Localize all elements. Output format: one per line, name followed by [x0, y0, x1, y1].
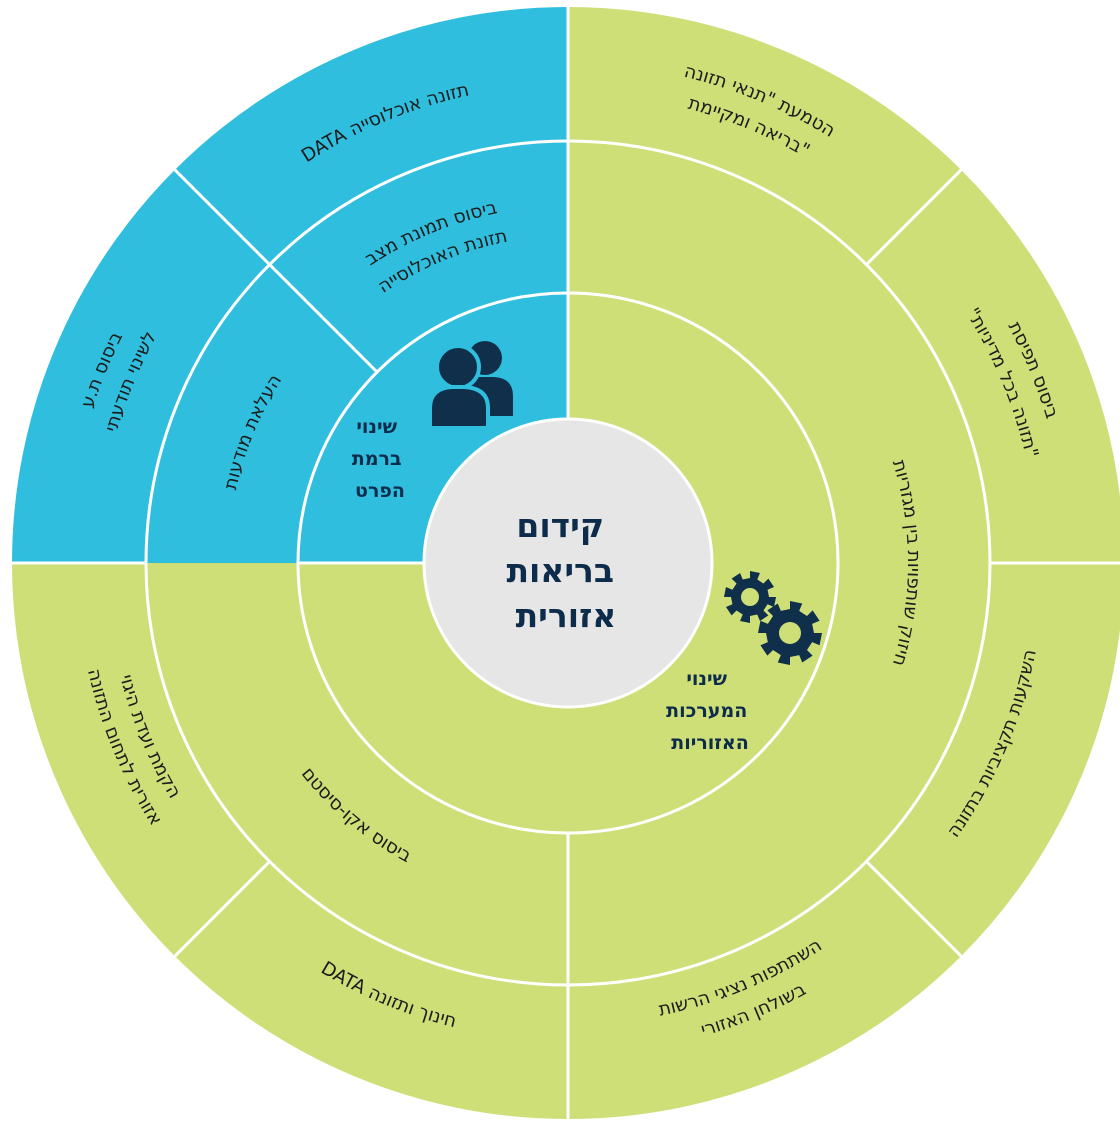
- divider-line: [268, 263, 379, 374]
- middle-segment-nutrition-picture: [269, 141, 568, 373]
- outer-segment-budget: [866, 563, 1120, 957]
- center-title: קידום בריאות אזורית: [506, 506, 625, 635]
- center-title-line: בריאות: [506, 551, 614, 590]
- divider-line: [865, 168, 963, 266]
- gear-icon: [758, 601, 822, 665]
- middle-segment-ecosystem: [146, 563, 568, 985]
- systems-label-line: האזוריות: [671, 732, 749, 754]
- outer-segment-data-population: [174, 7, 568, 265]
- center-title-line: אזורית: [516, 596, 617, 635]
- middle-segment-partnerships: [568, 141, 990, 985]
- individual-label-line: שינוי: [356, 416, 397, 438]
- outer-segment-healthy-conditions: [568, 7, 962, 265]
- divider-line: [173, 168, 271, 266]
- center-title-line: קידום: [516, 506, 604, 545]
- outer-segment-nutrition-policy: [866, 169, 1120, 563]
- systems-level-label: שינוי המערכות האזוריות: [666, 668, 754, 754]
- ring-segments: [12, 7, 1120, 1119]
- outer-segment-council: [568, 861, 962, 1119]
- individual-label-line: ברמת: [352, 448, 402, 470]
- divider-lines: [12, 7, 1120, 1119]
- divider-line: [865, 860, 963, 958]
- gears-icon: [724, 571, 822, 665]
- middle-segment-awareness: [146, 264, 378, 563]
- individual-label-line: הפרט: [355, 480, 405, 502]
- systems-label-line: שינוי: [686, 668, 727, 690]
- individual-level-label: שינוי ברמת הפרט: [352, 416, 408, 502]
- outer-segment-awareness-change: [12, 169, 270, 563]
- divider-line: [173, 860, 271, 958]
- outer-segment-steering-committee: [12, 563, 270, 957]
- inner-segment-systems: [298, 293, 838, 833]
- systems-label-line: המערכות: [666, 700, 747, 722]
- people-icon: [428, 341, 513, 430]
- outer-segment-data-education: [174, 861, 568, 1119]
- center-circle: [422, 417, 714, 709]
- gear-icon: [724, 571, 776, 623]
